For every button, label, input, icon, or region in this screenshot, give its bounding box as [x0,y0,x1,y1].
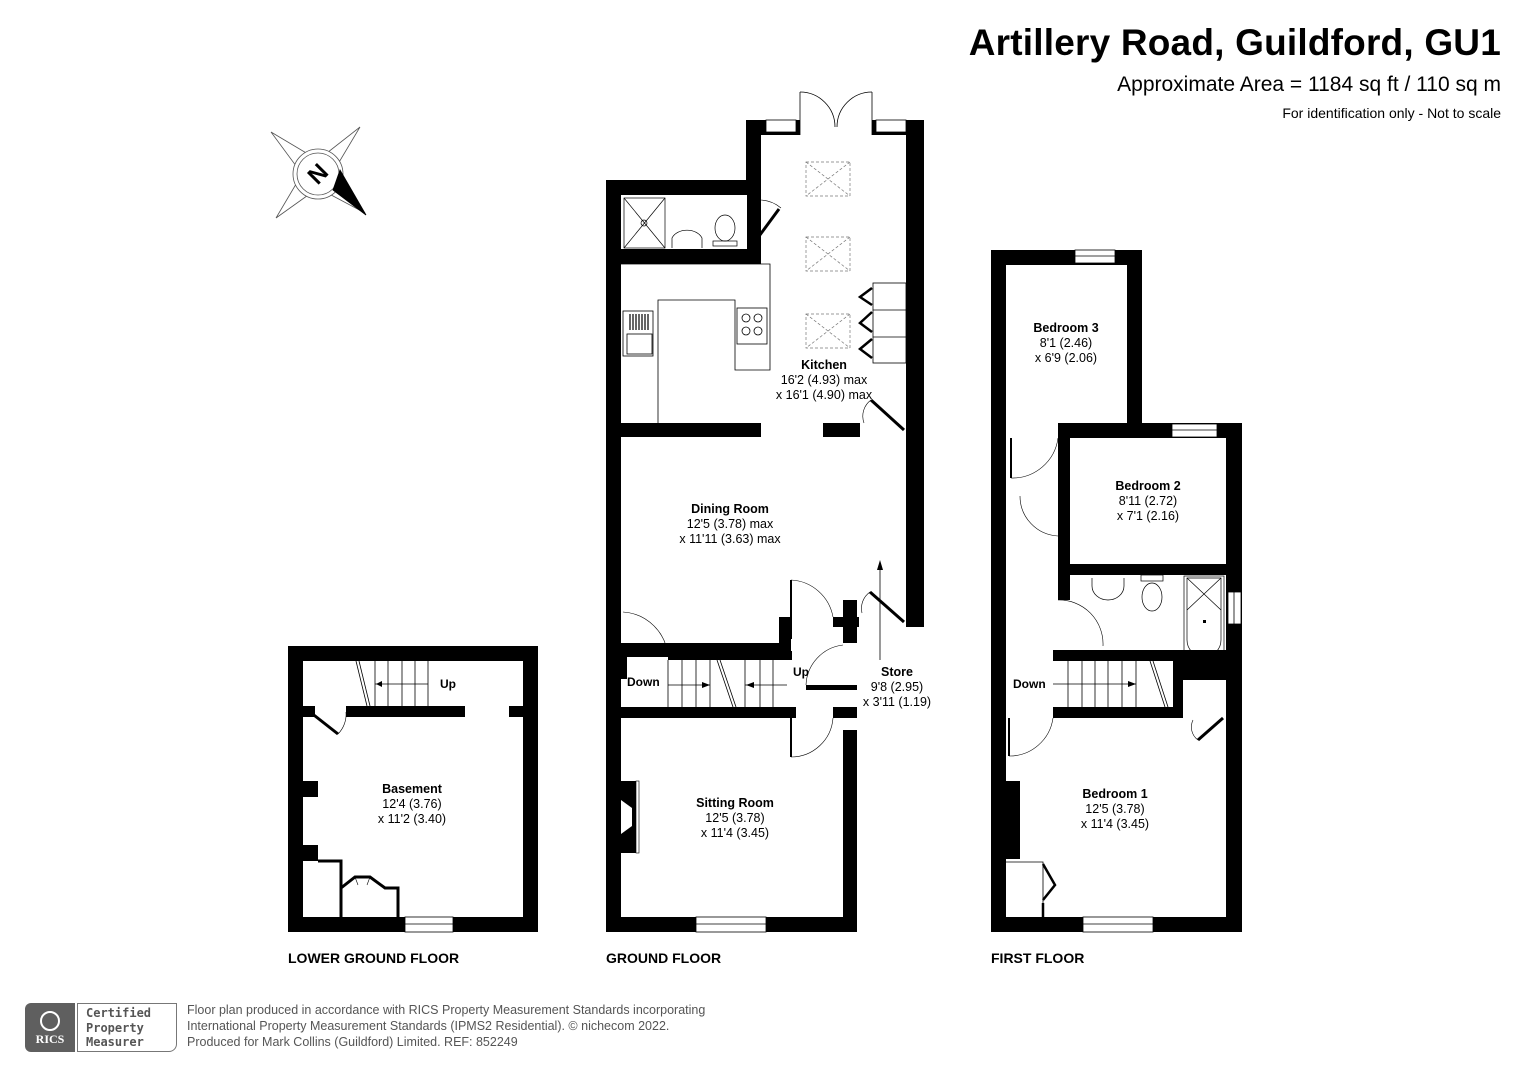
footer-line: Produced for Mark Collins (Guildford) Li… [187,1035,518,1049]
room-dimension: 9'8 (2.95) [870,680,924,694]
room-label-store: Store 9'8 (2.95) x 3'11 (1.19) [863,665,931,710]
room-name: Sitting Room [696,796,774,810]
ground-floor-plan [606,90,924,933]
room-dimension: x 11'4 (3.45) [1080,817,1150,831]
property-title: Artillery Road, Guildford, GU1 [968,22,1501,63]
room-dimension: x 16'1 (4.90) max [775,388,873,402]
room-name: Bedroom 3 [1033,321,1099,335]
stair-label-up: Up [793,665,809,679]
scale-disclaimer: For identification only - Not to scale [1282,105,1501,121]
stair-label-up: Up [440,677,456,691]
room-dimension: 12'5 (3.78) [1085,802,1145,816]
room-name: Dining Room [691,502,769,516]
room-name: Kitchen [801,358,847,372]
room-dimension: 8'11 (2.72) [1118,494,1178,508]
footer-line: International Property Measurement Stand… [187,1019,670,1033]
room-label-bedroom-3: Bedroom 3 8'1 (2.46) x 6'9 (2.06) [1033,321,1098,366]
floor-label-ground: GROUND FLOOR [606,950,722,966]
room-dimension: 12'5 (3.78) [705,811,765,825]
room-dimension: x 6'9 (2.06) [1034,351,1098,365]
room-label-bedroom-1: Bedroom 1 12'5 (3.78) x 11'4 (3.45) [1081,787,1149,832]
rics-certified-badge: RICS Certified Property Measurer [25,1003,177,1052]
room-dimension: 8'1 (2.46) [1039,336,1093,350]
room-dimension: x 11'2 (3.40) [377,812,447,826]
room-label-bedroom-2: Bedroom 2 8'11 (2.72) x 7'1 (2.16) [1115,479,1180,524]
room-dimension: x 11'11 (3.63) max [679,532,781,546]
room-dimension: 12'5 (3.78) max [686,517,774,531]
badge-line: Property [86,1020,144,1035]
room-label-sitting-room: Sitting Room 12'5 (3.78) x 11'4 (3.45) [696,796,774,841]
room-dimension: x 3'11 (1.19) [862,695,932,709]
floor-label-first: FIRST FLOOR [991,950,1085,966]
footer-disclaimer: Floor plan produced in accordance with R… [187,1002,705,1050]
room-dimension: 12'4 (3.76) [382,797,442,811]
floor-label-lower-ground: LOWER GROUND FLOOR [288,950,460,966]
footer-line: Floor plan produced in accordance with R… [187,1003,706,1017]
room-label-basement: Basement 12'4 (3.76) x 11'2 (3.40) [378,782,446,827]
stair-label-down: Down [627,675,660,689]
badge-line: Certified [86,1006,152,1020]
room-dimension: x 11'4 (3.45) [700,826,770,840]
first-floor-plan [991,249,1242,933]
rics-lion-icon [40,1011,60,1031]
stair-label-down: Down [1013,677,1046,691]
room-name: Bedroom 2 [1115,479,1181,493]
room-label-kitchen: Kitchen 16'2 (4.93) max x 16'1 (4.90) ma… [776,358,872,403]
room-dimension: 16'2 (4.93) max [780,373,868,387]
lower-ground-floor-plan [288,646,538,933]
rics-org: RICS [35,1032,65,1046]
room-label-dining-room: Dining Room 12'5 (3.78) max x 11'11 (3.6… [679,502,780,547]
room-name: Bedroom 1 [1082,787,1148,801]
room-name: Store [881,665,913,679]
north-compass-icon: N [270,126,367,219]
approximate-area: Approximate Area = 1184 sq ft / 110 sq m [1117,73,1501,96]
room-name: Basement [382,782,442,796]
badge-line: Measurer [86,1035,144,1049]
room-dimension: x 7'1 (2.16) [1116,509,1180,523]
